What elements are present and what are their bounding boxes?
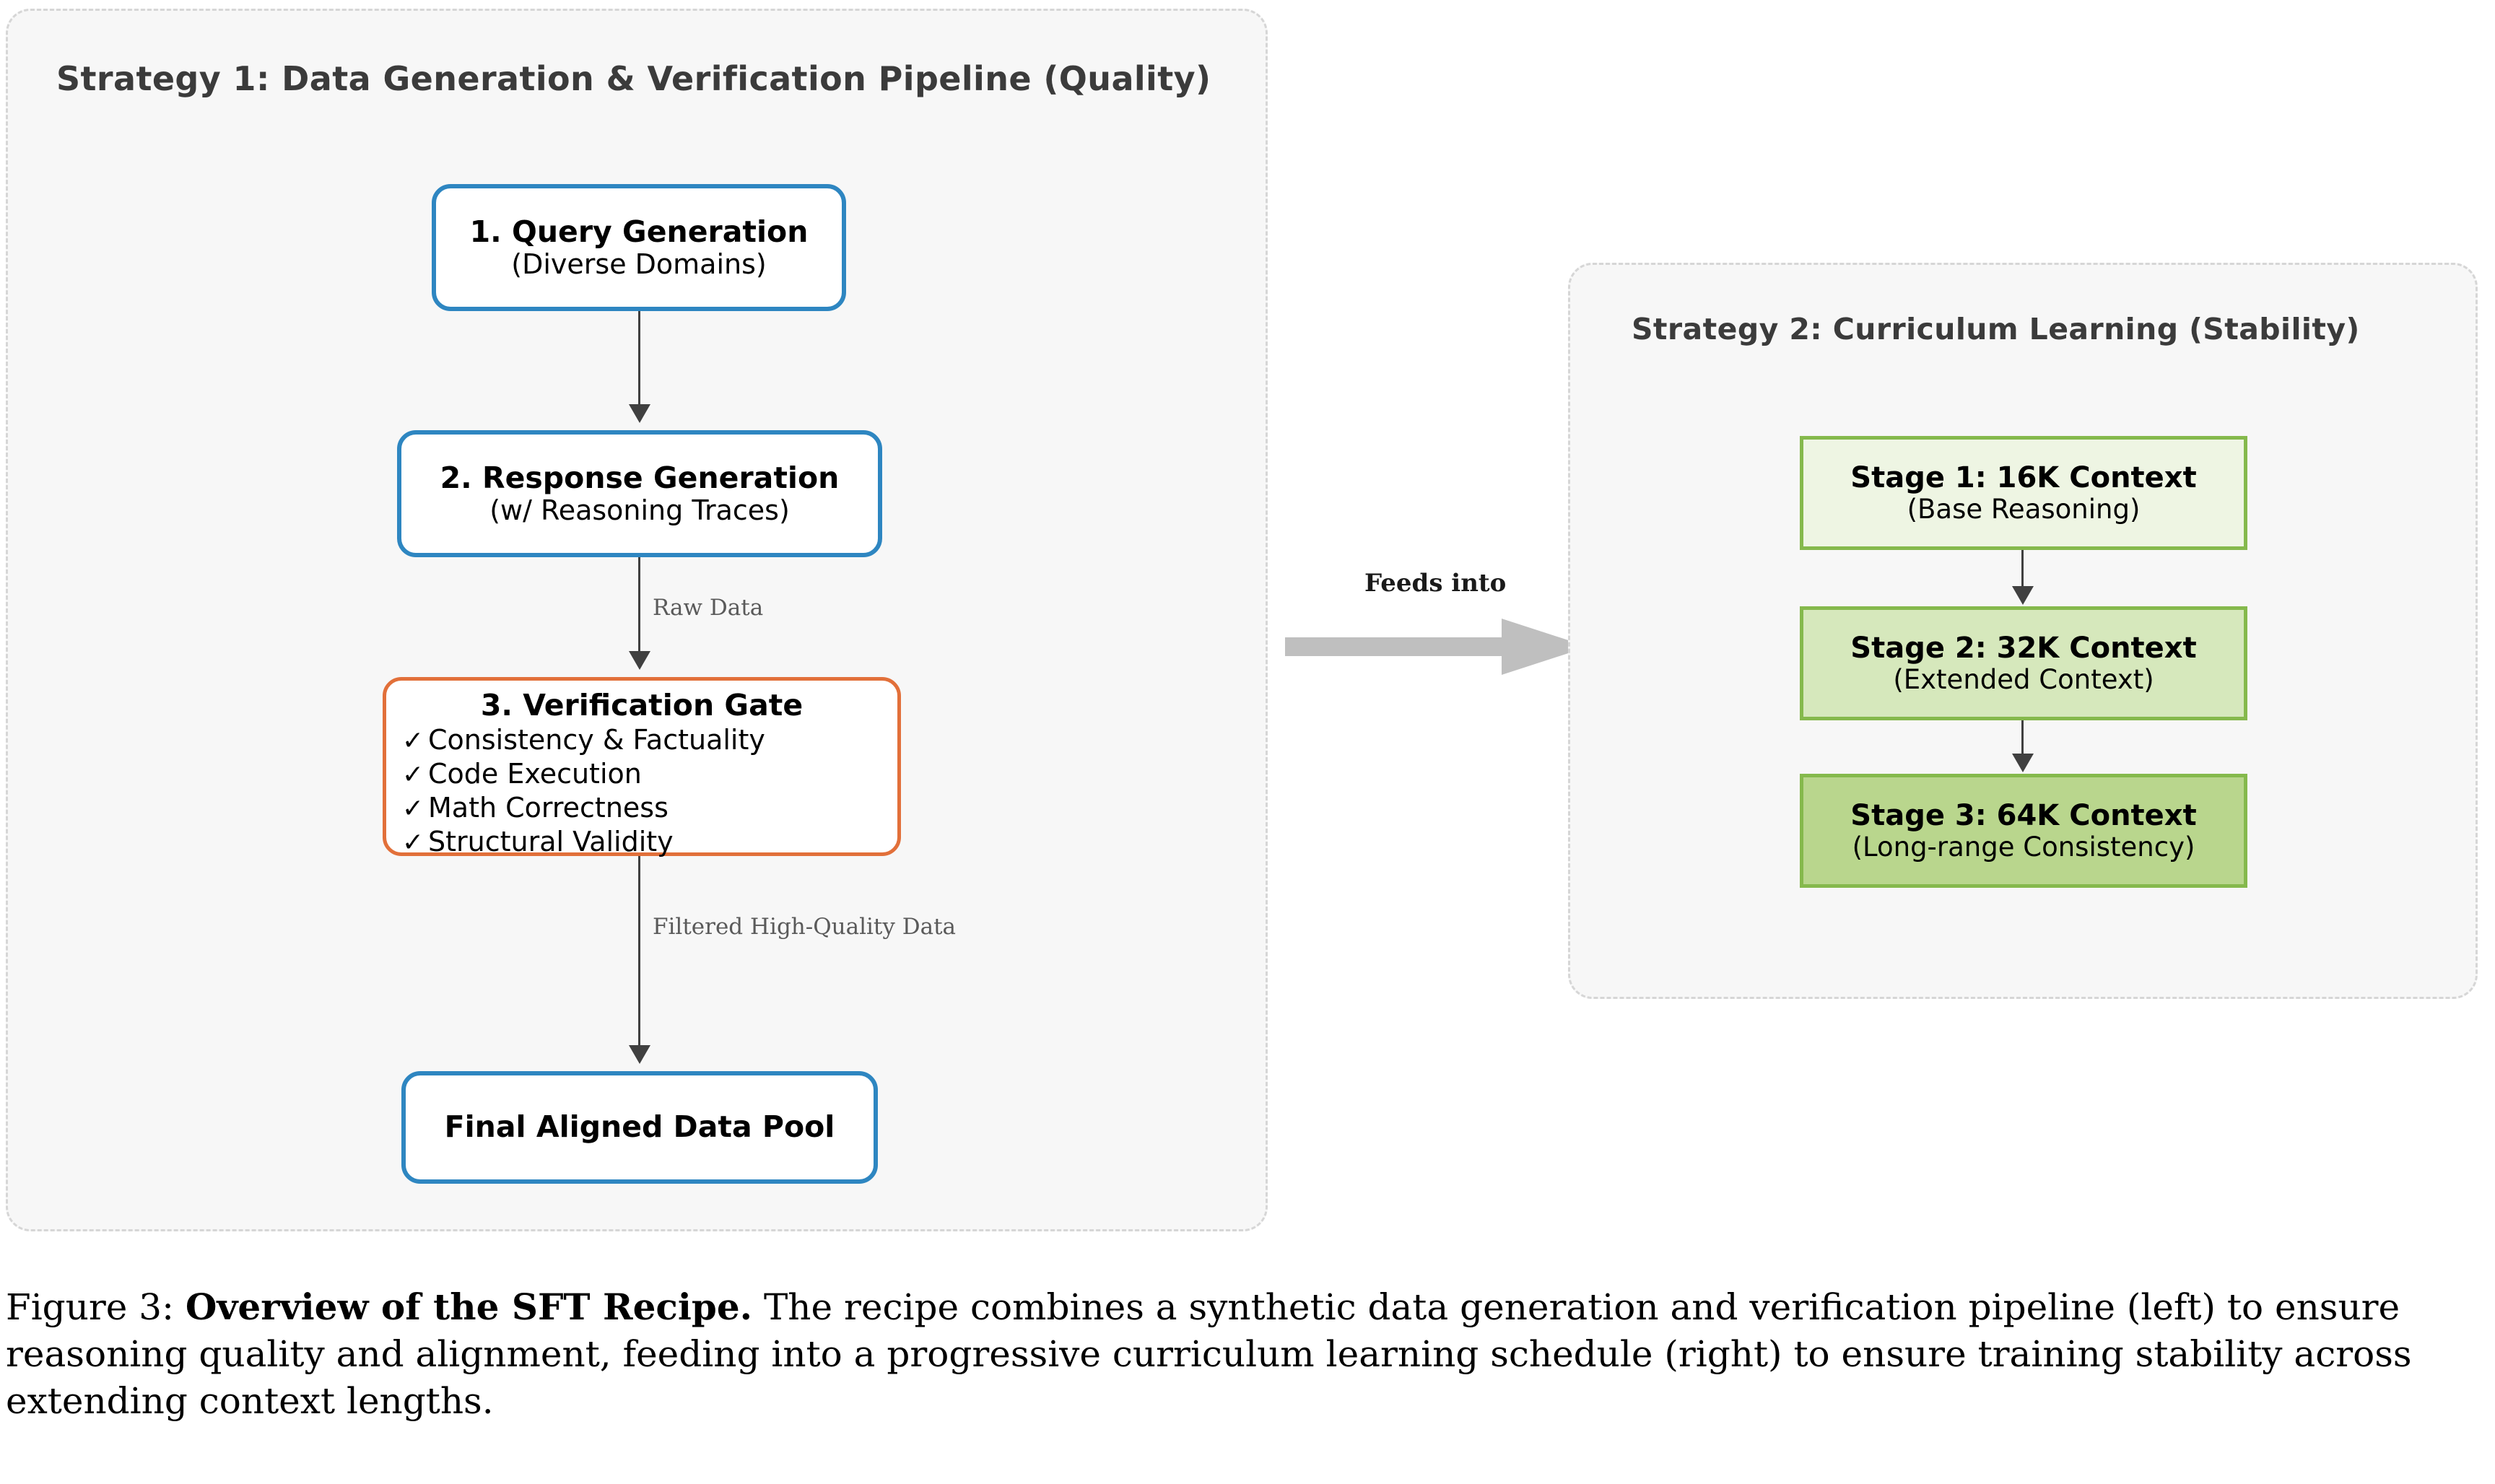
node-final-aligned-data-pool[interactable]: Final Aligned Data Pool: [401, 1071, 878, 1184]
node-response-generation-line1: 2. Response Generation: [440, 460, 840, 495]
node-response-generation[interactable]: 2. Response Generation (w/ Reasoning Tra…: [397, 430, 882, 557]
edge-label-raw-data: Raw Data: [653, 595, 764, 621]
connector-stage1-to-stage2: [2021, 550, 2024, 593]
edge-label-filtered-data: Filtered High-Quality Data: [653, 914, 957, 940]
node-stage-1[interactable]: Stage 1: 16K Context (Base Reasoning): [1800, 436, 2247, 550]
arrowhead-stage1-to-stage2: [2012, 586, 2034, 605]
verification-checklist: ✓ Consistency & Factuality ✓ Code Execut…: [386, 723, 897, 859]
figure-caption: Figure 3: Overview of the SFT Recipe. Th…: [6, 1283, 2482, 1425]
arrowhead-verify-to-pool: [629, 1045, 650, 1064]
feeds-into-arrow: [1285, 610, 1588, 689]
figure-caption-bold: Overview of the SFT Recipe.: [185, 1286, 753, 1328]
figure-canvas: Strategy 1: Data Generation & Verificati…: [6, 9, 2478, 1231]
connector-response-to-verify: [638, 557, 640, 658]
checklist-item: ✓ Code Execution: [398, 757, 897, 791]
node-final-aligned-data-pool-label: Final Aligned Data Pool: [444, 1109, 835, 1145]
arrowhead-response-to-verify: [629, 651, 650, 670]
connector-query-to-response: [638, 311, 640, 412]
strategy-1-title: Strategy 1: Data Generation & Verificati…: [56, 59, 1211, 98]
node-stage-2-line2: (Extended Context): [1893, 663, 2154, 695]
feeds-into-arrow-shaft: [1285, 637, 1516, 656]
node-stage-2-line1: Stage 2: 32K Context: [1850, 631, 2197, 665]
node-stage-1-line2: (Base Reasoning): [1907, 493, 2141, 525]
strategy-2-title: Strategy 2: Curriculum Learning (Stabili…: [1632, 312, 2360, 346]
node-stage-3-line2: (Long-range Consistency): [1852, 831, 2195, 863]
node-verification-gate-title: 3. Verification Gate: [480, 688, 804, 723]
checklist-item-label: Math Correctness: [428, 791, 669, 824]
checklist-item: ✓ Structural Validity: [398, 825, 897, 859]
check-icon: ✓: [401, 759, 424, 790]
connector-verify-to-pool: [638, 856, 640, 1052]
check-icon: ✓: [401, 827, 424, 857]
node-response-generation-line2: (w/ Reasoning Traces): [489, 494, 790, 526]
node-stage-2[interactable]: Stage 2: 32K Context (Extended Context): [1800, 606, 2247, 720]
checklist-item-label: Structural Validity: [428, 825, 674, 857]
checklist-item-label: Code Execution: [428, 757, 642, 790]
figure-caption-rest: The recipe combines a synthetic data gen…: [6, 1286, 2412, 1422]
feeds-into-label: Feeds into: [1364, 569, 1507, 598]
node-stage-3-line1: Stage 3: 64K Context: [1850, 798, 2197, 832]
node-query-generation-line2: (Diverse Domains): [511, 248, 767, 280]
node-query-generation-line1: 1. Query Generation: [469, 214, 809, 249]
arrowhead-query-to-response: [629, 404, 650, 423]
check-icon: ✓: [401, 726, 424, 756]
arrowhead-stage2-to-stage3: [2012, 754, 2034, 772]
check-icon: ✓: [401, 793, 424, 824]
node-query-generation[interactable]: 1. Query Generation (Diverse Domains): [432, 184, 846, 311]
checklist-item-label: Consistency & Factuality: [428, 724, 765, 756]
figure-caption-prefix: Figure 3:: [6, 1286, 186, 1328]
node-verification-gate[interactable]: 3. Verification Gate ✓ Consistency & Fac…: [383, 677, 901, 859]
checklist-item: ✓ Consistency & Factuality: [398, 723, 897, 757]
node-stage-3[interactable]: Stage 3: 64K Context (Long-range Consist…: [1800, 774, 2247, 888]
node-stage-1-line1: Stage 1: 16K Context: [1850, 461, 2197, 494]
checklist-item: ✓ Math Correctness: [398, 791, 897, 825]
connector-stage2-to-stage3: [2021, 720, 2024, 761]
